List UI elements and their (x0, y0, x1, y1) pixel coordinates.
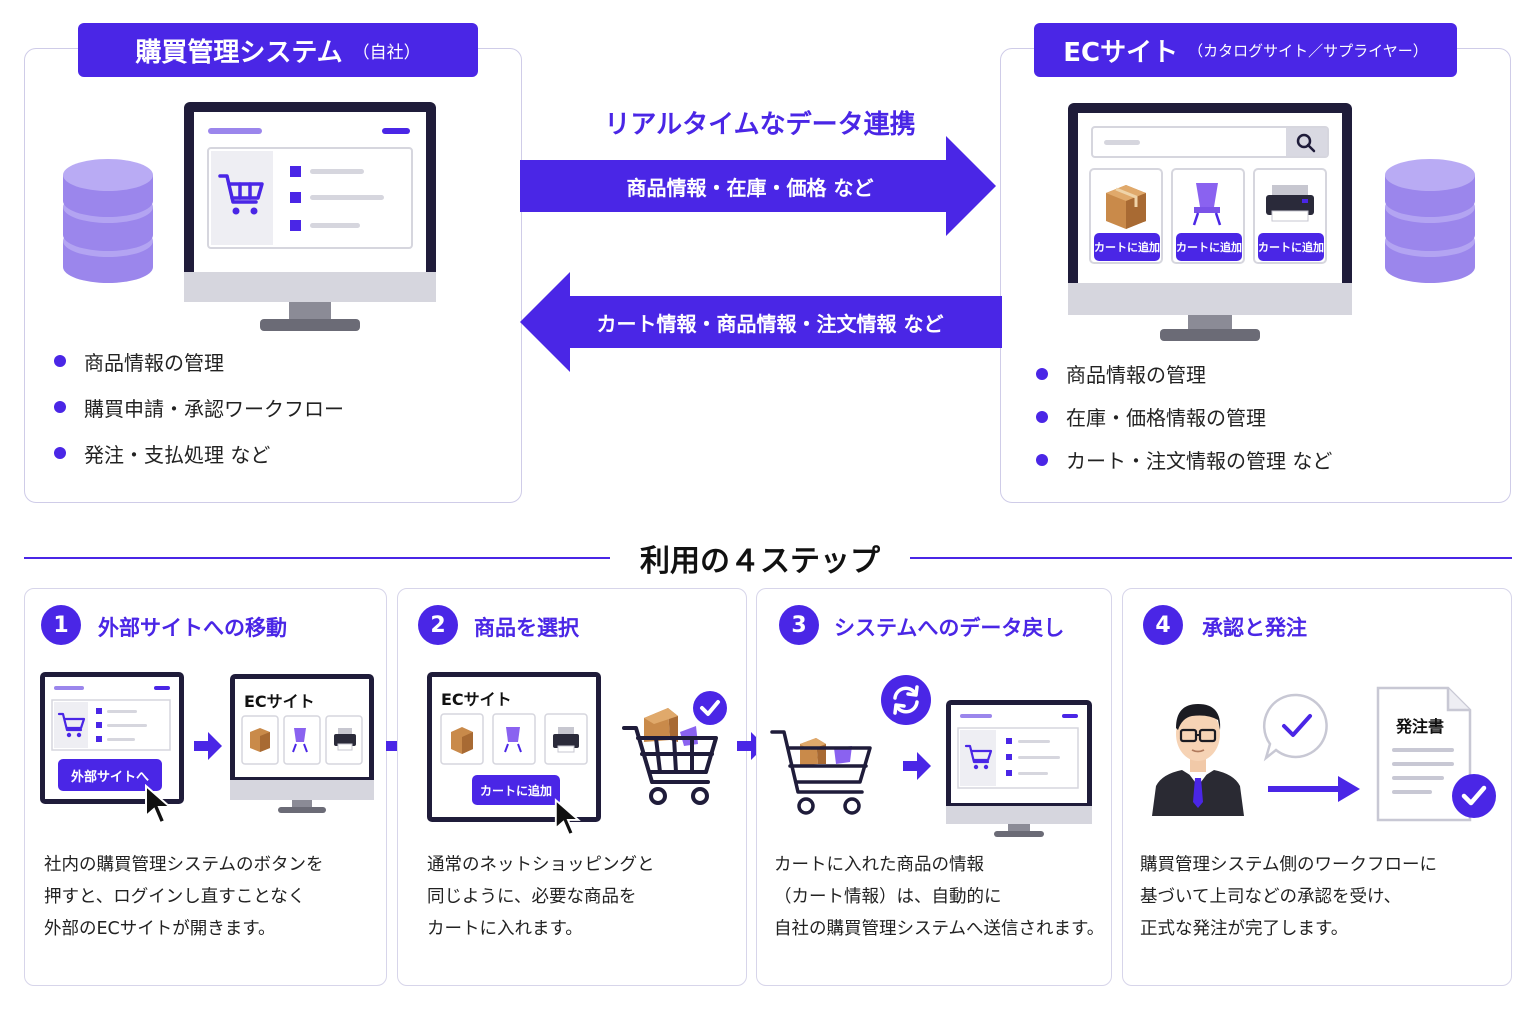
step-description-3: カートに入れた商品の情報 （カート情報）は、自動的に 自社の購買管理システムへ送… (774, 849, 1104, 945)
step-label-2: 商品を選択 (474, 616, 579, 640)
sync-icon (881, 675, 931, 725)
sync-to-purchasing-label: カート情報・商品情報・注文情報 など (596, 312, 944, 336)
bullet-text: 発注・支払処理 など (84, 442, 271, 467)
cursor-icon (554, 798, 581, 837)
arrow-left-icon (520, 272, 1002, 372)
shopping-cart-icon (770, 730, 872, 815)
desc-line: 通常のネットショッピングと (427, 855, 655, 875)
bullet-text: 購買申請・承認ワークフロー (84, 396, 344, 421)
purchasing-monitor-illustration (184, 102, 436, 331)
desc-line: 押すと、ログインし直すことなく (44, 887, 306, 907)
shopping-cart-icon (622, 691, 727, 805)
ec-monitor-illustration (230, 674, 374, 813)
arrow-right-icon (1268, 776, 1360, 802)
bullet-text: 在庫・価格情報の管理 (1066, 406, 1266, 430)
step-description-1: 社内の購買管理システムのボタンを 押すと、ログインし直すことなく 外部のECサイ… (44, 849, 323, 945)
step-description-4: 購買管理システム側のワークフローに 基づいて上司などの承認を受け、 正式な発注が… (1140, 849, 1437, 945)
list-item: カート・注文情報の管理 など (1036, 438, 1332, 481)
desc-line: 社内の購買管理システムのボタンを (44, 855, 324, 875)
database-icon (1385, 159, 1475, 283)
desc-line: 正式な発注が完了します。 (1140, 919, 1349, 939)
desc-line: 購買管理システム側のワークフローに (1140, 855, 1437, 875)
purchasing-system-title: 購買管理システム （自社） (78, 23, 478, 77)
ec-site-mini-title: ECサイト (244, 692, 315, 711)
list-item: 在庫・価格情報の管理 (1036, 395, 1332, 438)
step-number-4: 4 (1143, 605, 1183, 645)
ec-site-mini-title: ECサイト (441, 690, 512, 709)
bullet-text: カート・注文情報の管理 など (1066, 449, 1333, 473)
arrow-right-icon (520, 136, 996, 236)
desc-line: 同じように、必要な商品を (427, 887, 637, 907)
step-label-4: 承認と発注 (1202, 616, 1307, 640)
cursor-icon (145, 784, 173, 825)
add-to-cart-button[interactable]: カートに追加 (1094, 233, 1160, 261)
external-site-button[interactable]: 外部サイトへ (58, 759, 162, 791)
purchase-order-document-icon (1376, 686, 1496, 822)
bullet-dot (54, 447, 66, 459)
step-description-2: 通常のネットショッピングと 同じように、必要な商品を カートに入れます。 (427, 849, 655, 945)
desc-line: 自社の購買管理システムへ送信されます。 (774, 919, 1105, 939)
desc-line: 基づいて上司などの承認を受け、 (1140, 887, 1402, 907)
sync-title: リアルタイムなデータ連携 (604, 110, 916, 140)
arrow-right-icon (194, 732, 222, 760)
bullet-dot (54, 401, 66, 413)
ec-site-title-sub: （カタログサイト／サプライヤー） (1188, 41, 1428, 60)
list-item: 購買申請・承認ワークフロー (54, 384, 344, 430)
list-item: 商品情報の管理 (54, 338, 344, 384)
desc-line: カートに入れます。 (427, 919, 583, 939)
ec-feature-list: 商品情報の管理 在庫・価格情報の管理 カート・注文情報の管理 など (1036, 352, 1332, 481)
add-to-cart-button[interactable]: カートに追加 (1176, 233, 1242, 261)
bullet-dot (1036, 410, 1048, 423)
bullet-dot (1036, 453, 1048, 466)
desc-line: 外部のECサイトが開きます。 (44, 919, 276, 939)
step-label-3: システムへのデータ戻し (834, 616, 1065, 640)
purchase-order-title: 発注書 (1396, 717, 1445, 736)
list-item: 商品情報の管理 (1036, 352, 1332, 395)
manager-avatar (1152, 704, 1244, 816)
step-number-1: 1 (41, 605, 81, 645)
purchasing-system-title-main: 購買管理システム (135, 37, 343, 68)
arrow-right-icon (903, 752, 931, 780)
sync-to-ec-label: 商品情報・在庫・価格 など (626, 176, 874, 200)
step-label-1: 外部サイトへの移動 (98, 616, 287, 640)
purchasing-feature-list: 商品情報の管理 購買申請・承認ワークフロー 発注・支払処理 など (54, 338, 344, 476)
desc-line: カートに入れた商品の情報 (774, 855, 984, 875)
database-icon (63, 159, 153, 283)
ec-site-title: ECサイト （カタログサイト／サプライヤー） (1034, 23, 1457, 77)
add-to-cart-button[interactable]: カートに追加 (1258, 233, 1324, 261)
desc-line: （カート情報）は、自動的に (774, 887, 1002, 907)
add-to-cart-button[interactable]: カートに追加 (472, 775, 560, 805)
bullet-text: 商品情報の管理 (1066, 363, 1206, 387)
bullet-dot (54, 355, 66, 367)
approval-bubble-icon (1263, 693, 1328, 762)
purchasing-system-title-sub: （自社） (352, 42, 421, 63)
list-item: 発注・支払処理 など (54, 430, 344, 476)
ec-monitor-illustration (1068, 103, 1352, 341)
purchasing-monitor-illustration (946, 700, 1092, 837)
step-number-2: 2 (418, 605, 458, 645)
ec-site-title-main: ECサイト (1063, 37, 1179, 68)
bullet-text: 商品情報の管理 (84, 350, 224, 375)
bullet-dot (1036, 367, 1048, 380)
steps-title: 利用の４ステップ (610, 536, 910, 580)
step-number-3: 3 (779, 605, 819, 645)
